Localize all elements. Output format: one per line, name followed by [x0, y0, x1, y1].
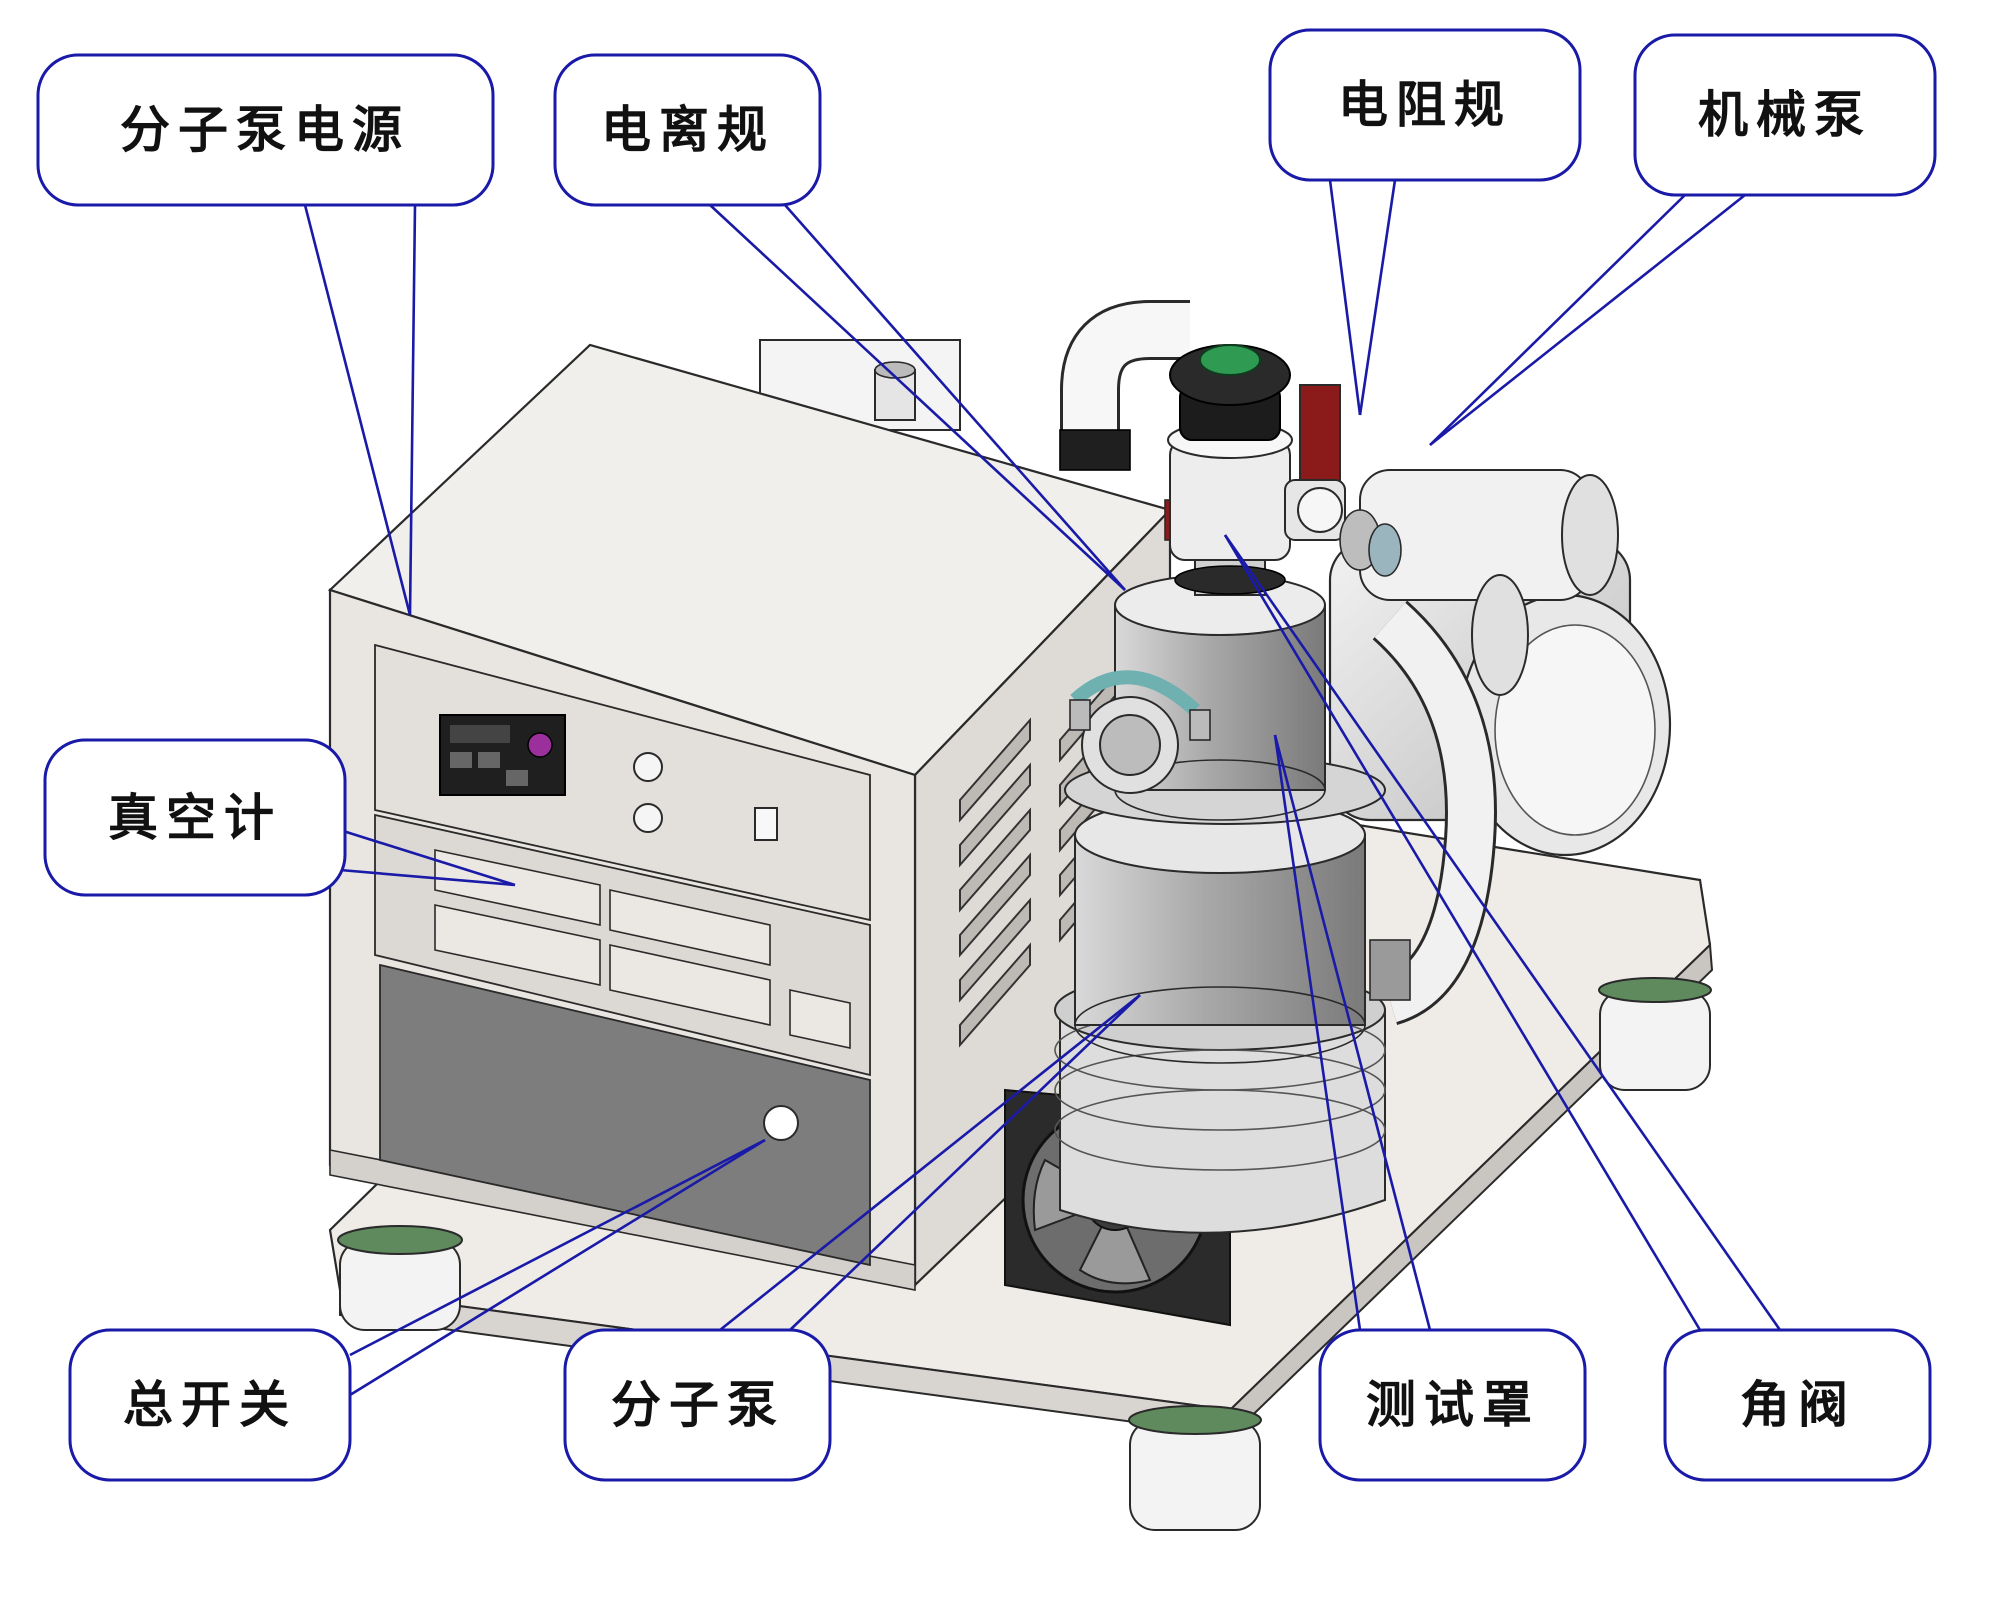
rocker-switch [754, 807, 778, 841]
valve-knob [1169, 344, 1291, 441]
callout-main-switch: 总开关 [68, 1328, 352, 1482]
callout-pump-power-label: 分子泵电源 [120, 100, 410, 159]
foot-front-right [1128, 1405, 1262, 1531]
callout-main-switch-label: 总开关 [123, 1375, 297, 1434]
callout-pump-power: 分子泵电源 [36, 53, 495, 207]
ion-gauge-port [1069, 670, 1211, 794]
controller-display [439, 714, 566, 796]
callout-molecular-pump-label: 分子泵 [611, 1375, 785, 1434]
control-panel [374, 643, 871, 922]
callout-test-cover-label: 测试罩 [1366, 1375, 1540, 1434]
callout-vacuum-gauge: 真空计 [43, 738, 347, 897]
screw-knob-icon-2 [633, 803, 663, 833]
callout-mechanical-pump-label: 机械泵 [1698, 85, 1872, 144]
test-cover [1069, 574, 1326, 821]
green-knob-icon [1199, 344, 1261, 376]
callout-molecular-pump: 分子泵 [563, 1328, 832, 1482]
lower-panel [379, 963, 871, 1267]
main-switch-button-icon [763, 1105, 799, 1141]
callout-resistance-gauge: 电阻规 [1268, 28, 1582, 182]
callout-ion-gauge: 电离规 [553, 53, 822, 207]
support-feet [337, 977, 1712, 1531]
callout-vacuum-gauge-label: 真空计 [108, 788, 282, 847]
foot-front-left [337, 1225, 463, 1331]
foreline-pipe [1369, 600, 1497, 1025]
callout-mechanical-pump: 机械泵 [1633, 33, 1937, 197]
callout-ion-gauge-label: 电离规 [601, 100, 775, 159]
callout-angle-valve-label: 角阀 [1740, 1375, 1856, 1434]
callout-resistance-gauge-label: 电阻规 [1338, 75, 1512, 134]
indicator-purple-icon [527, 732, 553, 758]
valve-assembly [1059, 300, 1402, 596]
foot-back-right [1598, 977, 1712, 1091]
molecular-pump [1054, 755, 1386, 1234]
callout-test-cover: 测试罩 [1318, 1328, 1587, 1482]
screw-knob-icon [633, 752, 663, 782]
callout-angle-valve: 角阀 [1663, 1328, 1932, 1482]
resistance-gauge-port [1284, 479, 1402, 577]
leader-lines [303, 179, 1782, 1397]
